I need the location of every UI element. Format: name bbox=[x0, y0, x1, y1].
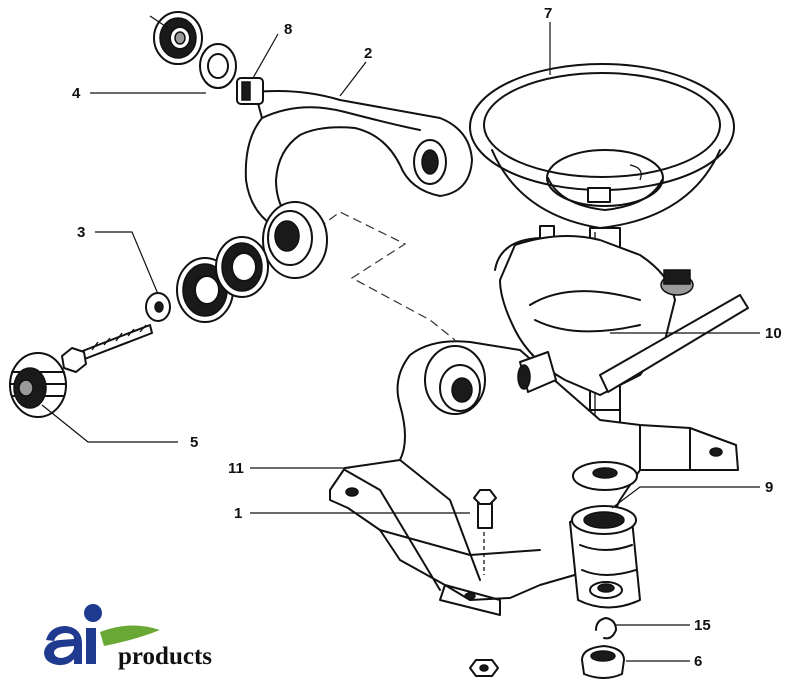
logo-i-stem bbox=[86, 628, 96, 664]
logo-i-dot bbox=[84, 604, 102, 622]
logo-text: products bbox=[118, 643, 212, 670]
callout-5: 5 bbox=[190, 434, 198, 451]
callout-15: 15 bbox=[694, 617, 711, 634]
callout-10: 10 bbox=[765, 325, 782, 342]
assembly-path-dashed bbox=[317, 211, 456, 341]
hand-knob bbox=[9, 352, 67, 418]
nut-bottom bbox=[469, 659, 499, 677]
callout-4: 4 bbox=[72, 85, 81, 102]
ai-products-logo: products bbox=[44, 604, 212, 670]
bolt-long bbox=[61, 324, 153, 373]
logo-leaf bbox=[100, 625, 160, 646]
washer-9 bbox=[572, 461, 638, 491]
washer-4 bbox=[199, 43, 237, 89]
bearing-top bbox=[153, 11, 203, 65]
callout-labels: 8 2 4 3 5 7 10 9 11 1 15 6 bbox=[72, 5, 782, 670]
callout-7: 7 bbox=[544, 5, 552, 22]
bearing-stack bbox=[145, 236, 269, 323]
callout-1: 1 bbox=[234, 505, 242, 522]
logo-a-mark bbox=[44, 626, 82, 666]
seat-pan bbox=[469, 63, 735, 229]
end-cap bbox=[581, 645, 625, 679]
leader-lines bbox=[41, 15, 760, 662]
callout-3: 3 bbox=[77, 224, 85, 241]
spring-housing bbox=[569, 505, 641, 609]
callout-6: 6 bbox=[694, 653, 702, 670]
callout-2: 2 bbox=[364, 45, 372, 62]
control-arm bbox=[236, 77, 473, 279]
callout-9: 9 bbox=[765, 479, 773, 496]
callout-11: 11 bbox=[228, 460, 244, 477]
snap-ring bbox=[595, 617, 617, 640]
callout-8: 8 bbox=[284, 21, 292, 38]
bolt-1 bbox=[473, 489, 497, 575]
main-frame bbox=[329, 340, 739, 616]
